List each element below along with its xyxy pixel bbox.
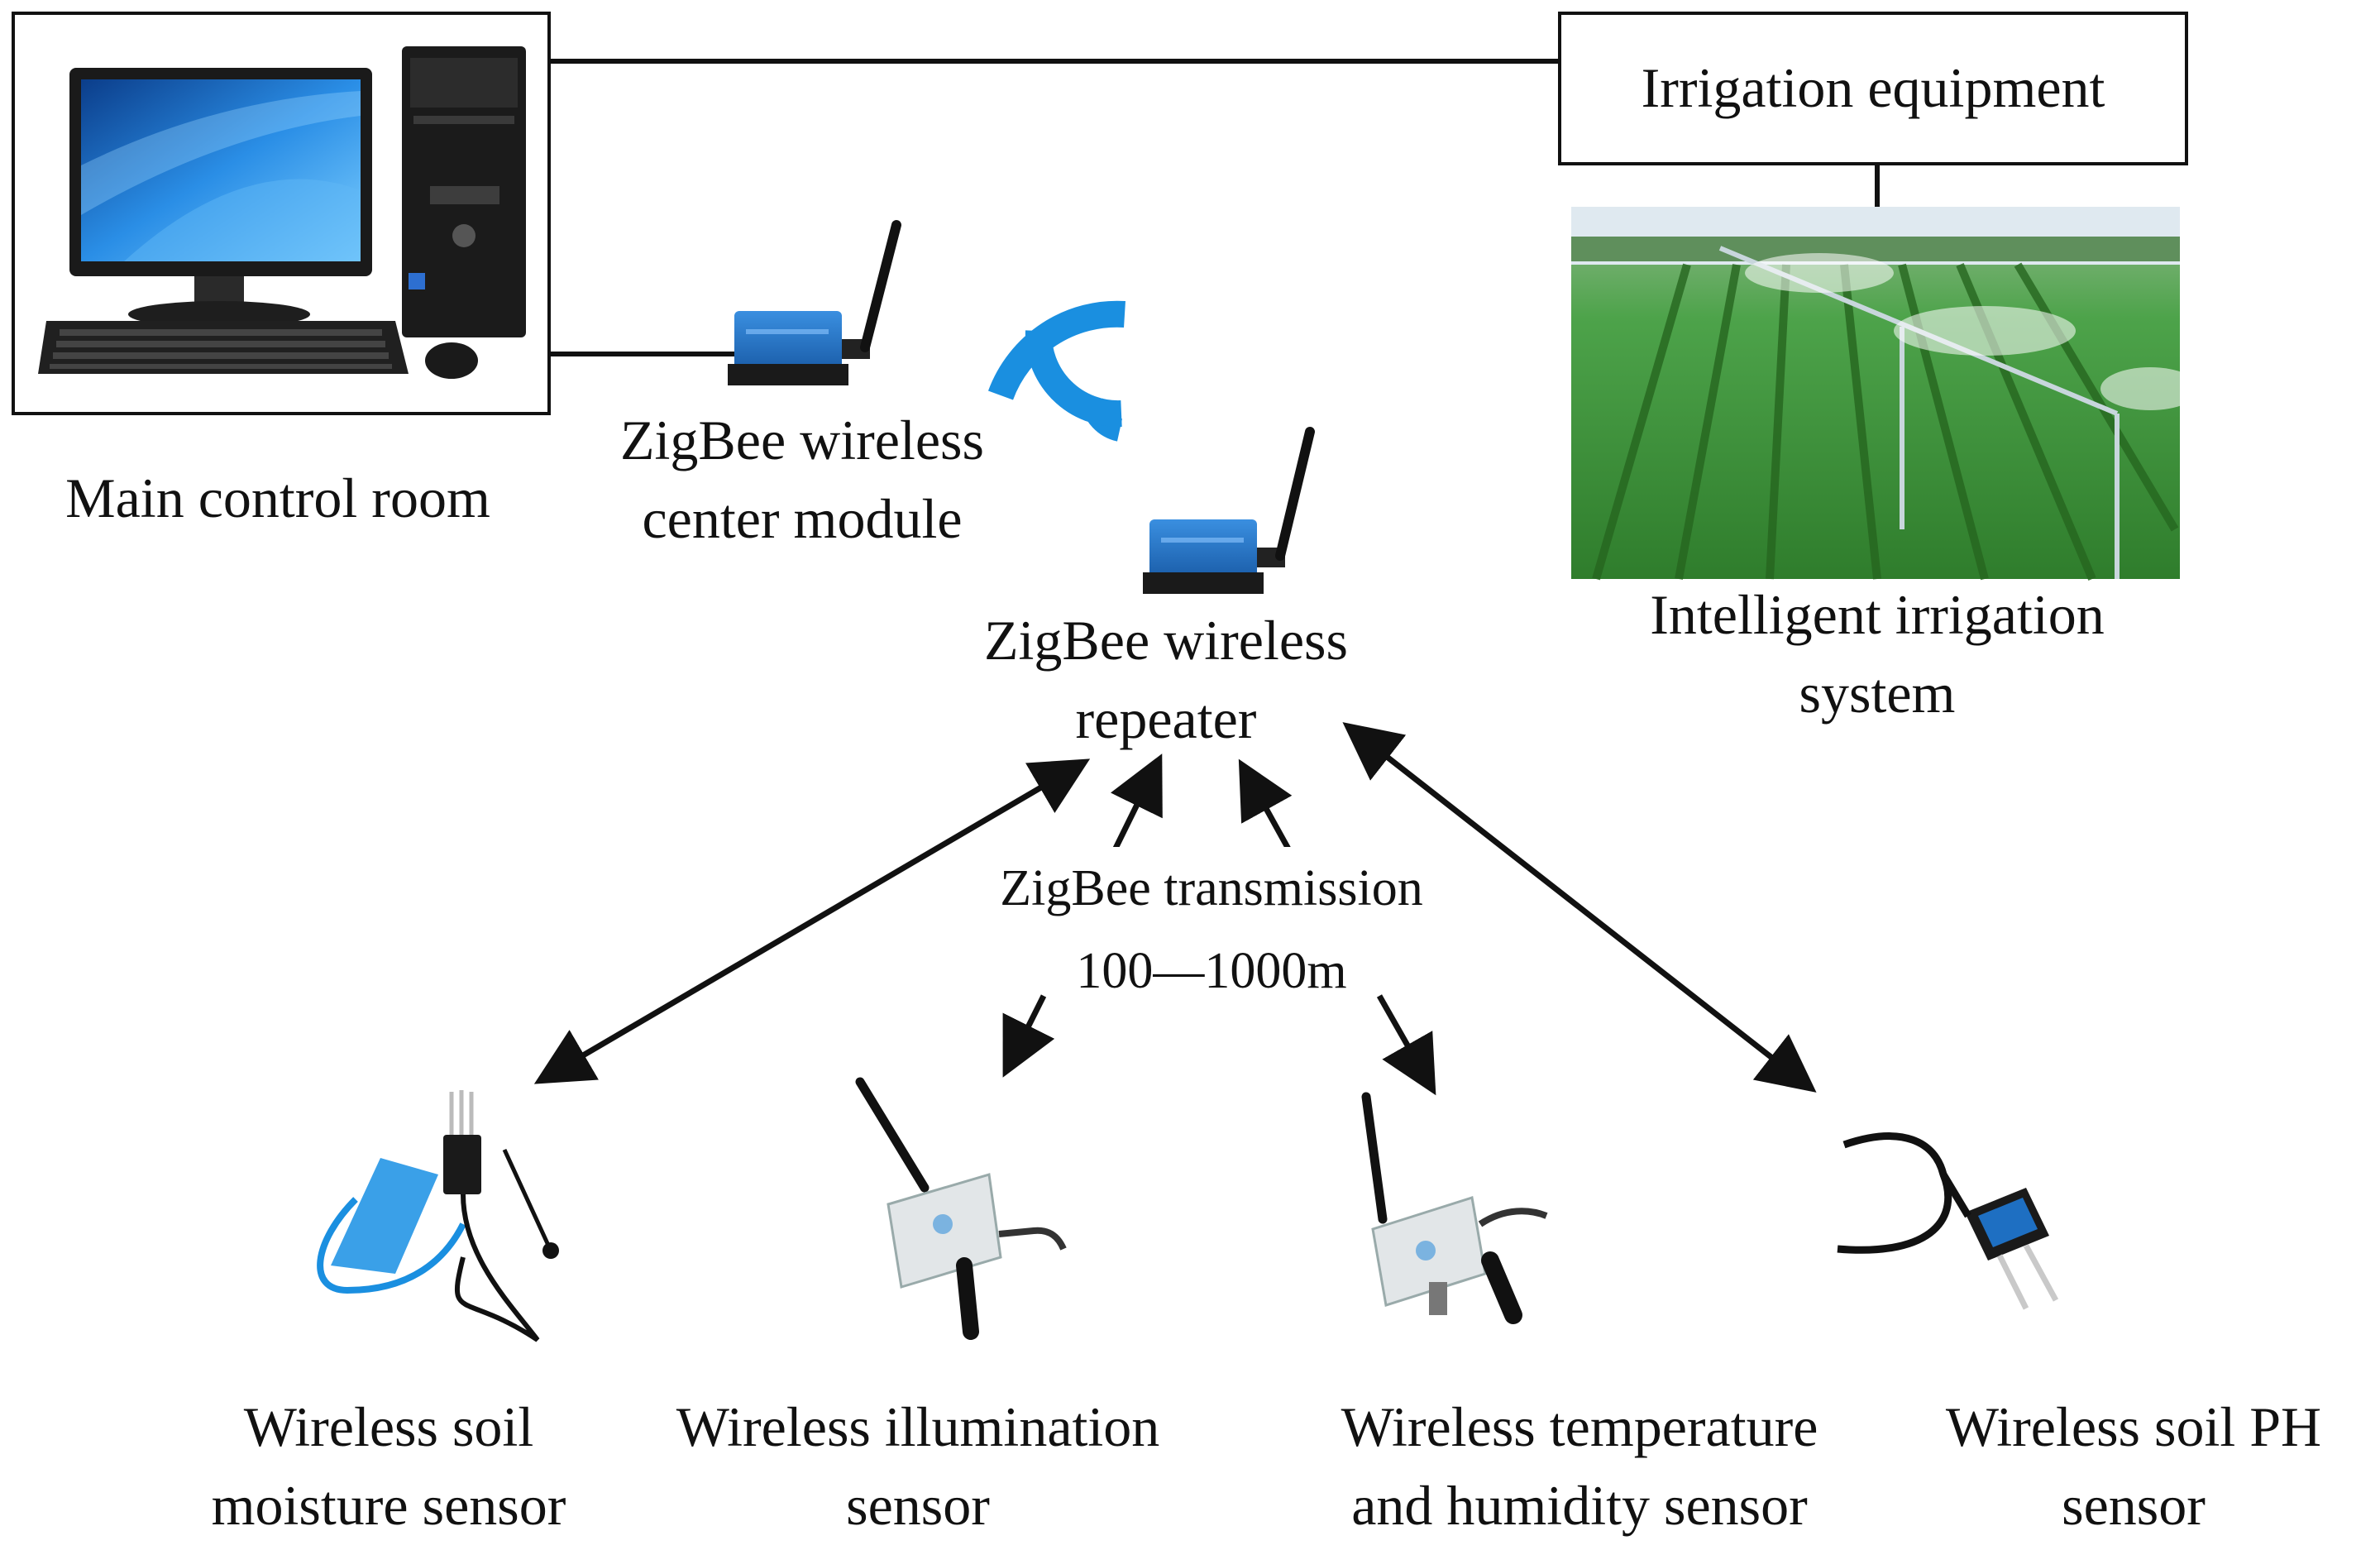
irrigation-equipment-label-box: Irrigation equipment bbox=[1560, 13, 2186, 164]
center-module-label-line1: ZigBee wireless bbox=[620, 409, 984, 471]
soil-ph-sensor-label-line2: sensor bbox=[2062, 1474, 2206, 1537]
soil-ph-sensor-label: Wireless soil PH sensor bbox=[1902, 1388, 2365, 1545]
soil-ph-sensor-label-line1: Wireless soil PH bbox=[1945, 1395, 2322, 1458]
repeater-label-line1: ZigBee wireless bbox=[984, 609, 1348, 672]
temp-humidity-sensor-label-line2: and humidity sensor bbox=[1351, 1474, 1808, 1537]
soil-moisture-sensor-icon bbox=[317, 1090, 559, 1342]
soil-moisture-sensor-label: Wireless soil moisture sensor bbox=[132, 1388, 645, 1545]
irrigation-system-label: Intelligent irrigation system bbox=[1596, 576, 2158, 733]
main-control-room-label: Main control room bbox=[65, 466, 490, 529]
soil-ph-sensor-icon bbox=[1837, 1132, 2059, 1310]
soil-moisture-sensor-label-line2: moisture sensor bbox=[211, 1474, 566, 1537]
transmission-label: ZigBee transmission 100—1000m bbox=[951, 847, 1472, 1012]
center-module-label: ZigBee wireless center module bbox=[571, 401, 1034, 558]
arrow-temp-humidity bbox=[1376, 994, 1436, 1096]
repeater-label: ZigBee wireless repeater bbox=[934, 601, 1398, 758]
illumination-sensor-label: Wireless illumination sensor bbox=[628, 1388, 1207, 1545]
temp-humidity-sensor-label-line1: Wireless temperature bbox=[1341, 1395, 1818, 1458]
illumination-sensor-label-line2: sensor bbox=[846, 1474, 990, 1537]
irrigation-equipment-label: Irrigation equipment bbox=[1641, 56, 2105, 119]
repeater-label-line2: repeater bbox=[1075, 687, 1257, 750]
wifi-signal-icon bbox=[987, 300, 1125, 442]
soil-moisture-sensor-label-line1: Wireless soil bbox=[243, 1395, 534, 1458]
desktop-computer-icon bbox=[38, 46, 526, 379]
transmission-label-line1: ZigBee transmission bbox=[951, 847, 1472, 930]
zigbee-center-module-icon bbox=[728, 220, 901, 385]
temp-humidity-sensor-label: Wireless temperature and humidity sensor bbox=[1274, 1388, 1885, 1545]
temp-humidity-sensor-icon bbox=[1361, 1092, 1548, 1324]
illumination-sensor-label-line1: Wireless illumination bbox=[676, 1395, 1160, 1458]
irrigation-photo bbox=[1571, 207, 2200, 581]
arrow-soil-ph bbox=[1342, 722, 1817, 1093]
main-control-room-node bbox=[12, 12, 551, 415]
irrigation-system-label-line2: system bbox=[1799, 662, 1956, 725]
irrigation-equipment-box bbox=[1558, 12, 2188, 165]
zigbee-repeater-icon bbox=[1143, 427, 1315, 594]
arrow-illumination bbox=[1002, 994, 1055, 1078]
transmission-label-line2: 100—1000m bbox=[1076, 943, 1347, 999]
irrigation-system-label-line1: Intelligent irrigation bbox=[1650, 583, 2105, 646]
arrow-soil-moisture bbox=[533, 758, 1091, 1084]
center-module-label-line2: center module bbox=[642, 487, 963, 550]
illumination-sensor-icon bbox=[855, 1077, 1067, 1340]
